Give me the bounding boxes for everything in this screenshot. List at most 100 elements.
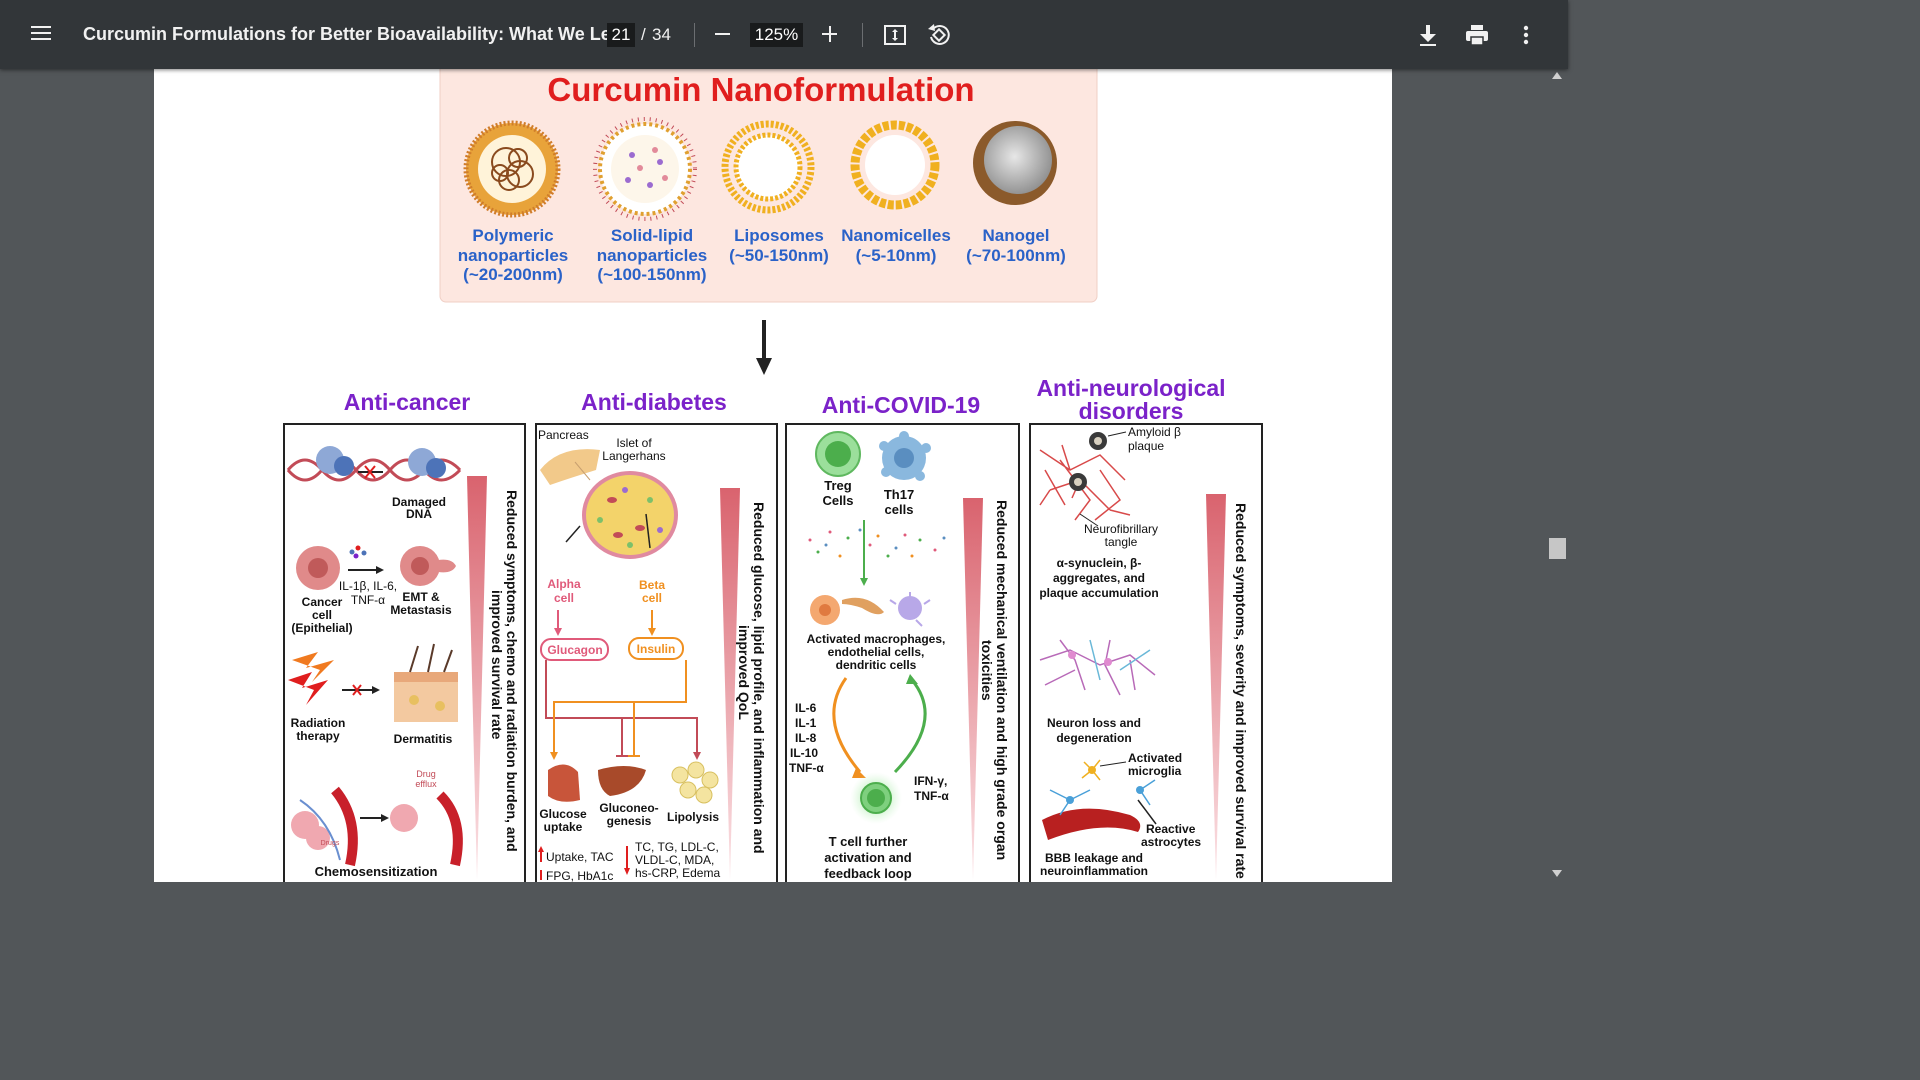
gradient-wedge bbox=[720, 488, 740, 880]
zoom-in-button[interactable] bbox=[819, 22, 841, 46]
label-amyloid: plaque bbox=[1128, 439, 1164, 453]
amyloid-plaque-icon bbox=[1069, 431, 1127, 527]
label-cancer-cell: Cancer bbox=[302, 595, 343, 609]
label-beta-cell: Beta bbox=[639, 578, 665, 592]
pdf-toolbar: Curcumin Formulations for Better Bioavai… bbox=[0, 0, 1568, 69]
label-bbb: BBB leakage and bbox=[1045, 851, 1143, 865]
label-emt: EMT & bbox=[402, 590, 440, 604]
fit-page-icon bbox=[884, 25, 906, 45]
gradient-wedge bbox=[1206, 494, 1226, 880]
neuron-icon bbox=[1039, 639, 1156, 696]
menu-button[interactable] bbox=[28, 22, 54, 48]
print-button[interactable] bbox=[1463, 21, 1491, 49]
label-markers: TC, TG, LDL-C, bbox=[635, 840, 719, 854]
down-arrow-icon bbox=[756, 320, 772, 375]
gradient-wedge bbox=[963, 498, 983, 880]
label-astrocytes: astrocytes bbox=[1141, 835, 1201, 849]
download-icon bbox=[1420, 25, 1436, 46]
cytokine-dots bbox=[808, 520, 946, 586]
scrollbar-thumb[interactable] bbox=[1549, 538, 1566, 559]
label-microglia: microglia bbox=[1128, 764, 1182, 778]
label-damaged-dna: Damaged bbox=[392, 495, 446, 509]
cancer-cell-icon bbox=[296, 545, 456, 590]
glucagon-pill bbox=[540, 638, 609, 661]
hormone-arrows bbox=[554, 610, 656, 636]
more-vert-icon bbox=[1523, 25, 1529, 45]
formulation-label: Solid-lipid bbox=[611, 226, 693, 245]
label-tcell: activation and bbox=[824, 850, 911, 865]
label-alpha-cell: cell bbox=[554, 591, 574, 605]
side-label-cancer: Reduced symptoms, chemo and radiation bu… bbox=[504, 490, 520, 852]
label-cytokines: TNF-α bbox=[351, 593, 385, 607]
label-drug-efflux: Drug bbox=[416, 769, 436, 779]
label-il: TNF-α bbox=[789, 761, 824, 775]
formulation-size: (~50-150nm) bbox=[729, 246, 829, 265]
side-label-diabetes: improved QoL bbox=[736, 625, 752, 720]
rotate-icon bbox=[928, 24, 950, 45]
label-markers: hs-CRP, Edema bbox=[635, 866, 720, 880]
label-glucose-uptake: uptake bbox=[544, 820, 583, 834]
scroll-down-icon[interactable] bbox=[1552, 870, 1562, 877]
skin-icon bbox=[394, 643, 458, 722]
label-th17: Th17 bbox=[884, 487, 914, 502]
formulation-size: (~5-10nm) bbox=[856, 246, 937, 265]
immune-cells-icon bbox=[810, 592, 931, 627]
microglia-astrocyte-icon bbox=[1042, 759, 1157, 840]
pdf-page: Curcumin Nanoformulation Polymeric nanop… bbox=[154, 69, 1392, 882]
rotate-button[interactable] bbox=[925, 21, 953, 49]
label-synuclein: α-synuclein, β- bbox=[1057, 556, 1142, 570]
formulation-label: Nanomicelles bbox=[841, 226, 951, 245]
label-il: IL-10 bbox=[790, 746, 818, 760]
label-neuron-loss: Neuron loss and bbox=[1047, 716, 1141, 730]
side-label-cancer: improved survival rate bbox=[489, 590, 505, 740]
pancreas-icon bbox=[540, 449, 678, 559]
page-total: 34 bbox=[652, 25, 671, 44]
panel-title-neuro: Anti-neurological bbox=[1036, 375, 1225, 401]
page-number-input[interactable]: 21 bbox=[607, 23, 635, 47]
label-emt: Metastasis bbox=[390, 603, 452, 617]
label-activated-cells: Activated macrophages, bbox=[807, 632, 946, 646]
label-gluconeogenesis: genesis bbox=[607, 814, 652, 828]
panel-title-neuro: disorders bbox=[1079, 398, 1184, 424]
label-chemosensitization: Chemosensitization bbox=[315, 864, 438, 879]
scrollbar-track[interactable] bbox=[1548, 69, 1568, 882]
label-astrocytes: Reactive bbox=[1146, 822, 1196, 836]
figure-header: Curcumin Nanoformulation bbox=[547, 71, 974, 108]
menu-icon bbox=[31, 26, 51, 28]
chemosensitization-icon bbox=[291, 786, 463, 867]
label-radiation: Radiation bbox=[291, 716, 346, 730]
toolbar-divider bbox=[694, 23, 695, 47]
label-tangle: tangle bbox=[1105, 535, 1138, 549]
toolbar-divider bbox=[862, 23, 863, 47]
label-insulin: Insulin bbox=[637, 642, 676, 656]
formulation-label: nanoparticles bbox=[597, 246, 708, 265]
formulation-size: (~100-150nm) bbox=[597, 265, 706, 284]
formulation-size: (~20-200nm) bbox=[463, 265, 563, 284]
zoom-level-input[interactable]: 125% bbox=[750, 23, 803, 47]
formulation-label: nanoparticles bbox=[458, 246, 569, 265]
side-label-covid: Reduced mechanical ventilation and high … bbox=[994, 500, 1010, 860]
label-tcell: feedback loop bbox=[824, 866, 911, 881]
side-label-neuro: Reduced symptoms, severity and improved … bbox=[1233, 503, 1249, 879]
fit-to-page-button[interactable] bbox=[882, 22, 908, 48]
liposome-icon bbox=[721, 120, 815, 214]
scroll-up-icon[interactable] bbox=[1552, 72, 1562, 79]
label-alpha-cell: Alpha bbox=[547, 577, 581, 591]
label-treg: Treg bbox=[824, 478, 852, 493]
zoom-out-button[interactable] bbox=[712, 22, 734, 46]
side-label-covid: toxicities bbox=[979, 640, 995, 701]
label-dermatitis: Dermatitis bbox=[394, 732, 453, 746]
label-pancreas: Pancreas bbox=[538, 428, 589, 442]
label-markers: VLDL-C, MDA, bbox=[635, 853, 714, 867]
panel-title-cancer: Anti-cancer bbox=[344, 389, 471, 415]
label-microglia: Activated bbox=[1128, 751, 1182, 765]
label-cytokines: IL-1β, IL-6, bbox=[339, 579, 397, 593]
label-glucose-uptake: Glucose bbox=[539, 807, 587, 821]
treg-cell-icon bbox=[815, 431, 861, 477]
feedback-arrows bbox=[832, 674, 927, 778]
more-actions-button[interactable] bbox=[1515, 21, 1537, 49]
label-drugs: Drugs bbox=[321, 840, 340, 847]
label-il: IL-8 bbox=[795, 731, 817, 745]
download-button[interactable] bbox=[1415, 21, 1441, 49]
label-activated-cells: endothelial cells, bbox=[828, 645, 925, 659]
